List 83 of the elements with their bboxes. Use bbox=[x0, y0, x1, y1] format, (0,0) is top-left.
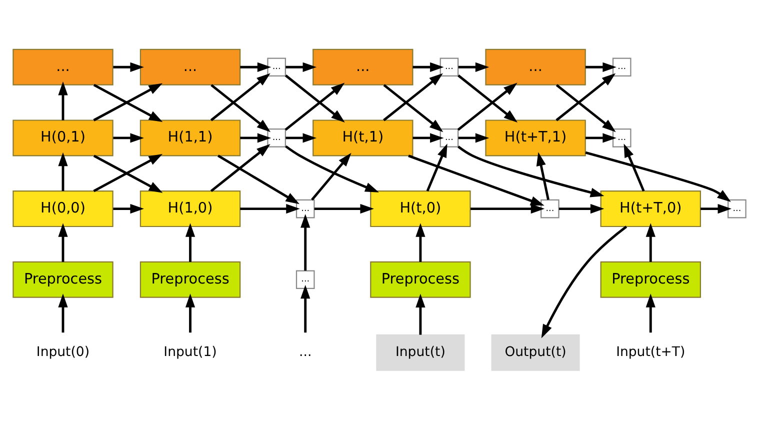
arrow bbox=[300, 284, 310, 332]
arrow bbox=[585, 150, 731, 202]
arrow bbox=[470, 203, 545, 214]
arrow bbox=[240, 132, 272, 142]
arrow bbox=[383, 72, 443, 121]
arrow bbox=[412, 132, 444, 142]
arrow bbox=[58, 293, 68, 332]
arrow bbox=[240, 203, 300, 214]
node-box: Preprocess bbox=[600, 260, 701, 298]
node-box: ... bbox=[728, 198, 746, 218]
arrow bbox=[311, 152, 352, 200]
arrow bbox=[416, 222, 426, 262]
node-box: Output(t) bbox=[491, 334, 580, 370]
node-box: ... bbox=[440, 128, 459, 147]
node-box: Preprocess bbox=[370, 260, 471, 298]
arrow bbox=[541, 225, 628, 338]
arrow bbox=[700, 203, 732, 214]
arrow bbox=[185, 293, 196, 332]
arrow bbox=[536, 152, 550, 200]
node-box: ... bbox=[612, 57, 632, 76]
arrow bbox=[408, 154, 544, 206]
node-box: H(1,1) bbox=[140, 119, 241, 156]
node-text: Input(t+T) bbox=[616, 344, 686, 360]
arrow bbox=[624, 143, 645, 192]
arrow bbox=[558, 203, 604, 214]
node-box: ... bbox=[296, 270, 315, 289]
node-box: H(1,0) bbox=[140, 190, 241, 227]
arrow bbox=[286, 62, 317, 72]
node-box: ... bbox=[540, 198, 560, 218]
arrow bbox=[458, 74, 518, 122]
arrow bbox=[416, 293, 426, 334]
arrow bbox=[240, 62, 272, 72]
node-box: H(t+T,0) bbox=[600, 190, 701, 227]
node-text: Input(1) bbox=[164, 344, 217, 360]
node-text: Input(0) bbox=[36, 344, 90, 360]
arrow bbox=[458, 62, 490, 72]
node-box: Preprocess bbox=[140, 260, 241, 298]
arrow bbox=[556, 84, 616, 132]
arrow bbox=[113, 62, 144, 72]
node-box: H(t+T,1) bbox=[485, 119, 586, 156]
arrow bbox=[458, 145, 604, 197]
node-box: ... bbox=[612, 128, 632, 147]
node-box: ... bbox=[296, 198, 315, 218]
arrow bbox=[218, 154, 300, 204]
node-box: H(0,1) bbox=[12, 119, 114, 156]
node-box: H(0,0) bbox=[12, 190, 114, 227]
arrow bbox=[458, 132, 490, 142]
arrow bbox=[286, 132, 317, 142]
node-box: ... bbox=[312, 48, 414, 85]
arrow bbox=[383, 84, 444, 132]
arrow bbox=[412, 62, 444, 72]
arrow bbox=[210, 144, 270, 192]
arrow bbox=[58, 80, 68, 120]
node-box: Input(t) bbox=[376, 334, 465, 370]
node-box: ... bbox=[140, 48, 241, 85]
arrow bbox=[210, 84, 271, 132]
node-box: ... bbox=[267, 128, 286, 147]
node-box: ... bbox=[12, 48, 114, 85]
arrow bbox=[285, 144, 379, 192]
node-box: ... bbox=[485, 48, 586, 85]
arrow bbox=[185, 222, 196, 262]
arrow bbox=[585, 132, 616, 142]
node-box: H(t,1) bbox=[312, 119, 414, 156]
node-box: H(t,0) bbox=[370, 190, 471, 227]
arrow bbox=[646, 293, 656, 332]
arrow bbox=[646, 222, 656, 262]
arrow bbox=[210, 72, 270, 121]
arrow bbox=[585, 62, 616, 72]
arrow bbox=[457, 82, 518, 130]
node-box: ... bbox=[440, 57, 459, 76]
arrow bbox=[284, 74, 345, 122]
node-box: Preprocess bbox=[12, 260, 114, 298]
arrow bbox=[113, 203, 144, 214]
node-text: ... bbox=[299, 344, 312, 360]
arrow bbox=[556, 72, 616, 121]
arrow bbox=[300, 213, 310, 270]
arrow bbox=[314, 203, 374, 214]
arrow bbox=[58, 222, 68, 262]
arrow bbox=[284, 82, 345, 130]
arrow bbox=[426, 143, 448, 192]
arrow bbox=[58, 152, 68, 191]
node-box: ... bbox=[267, 57, 286, 76]
arrow bbox=[113, 132, 144, 142]
